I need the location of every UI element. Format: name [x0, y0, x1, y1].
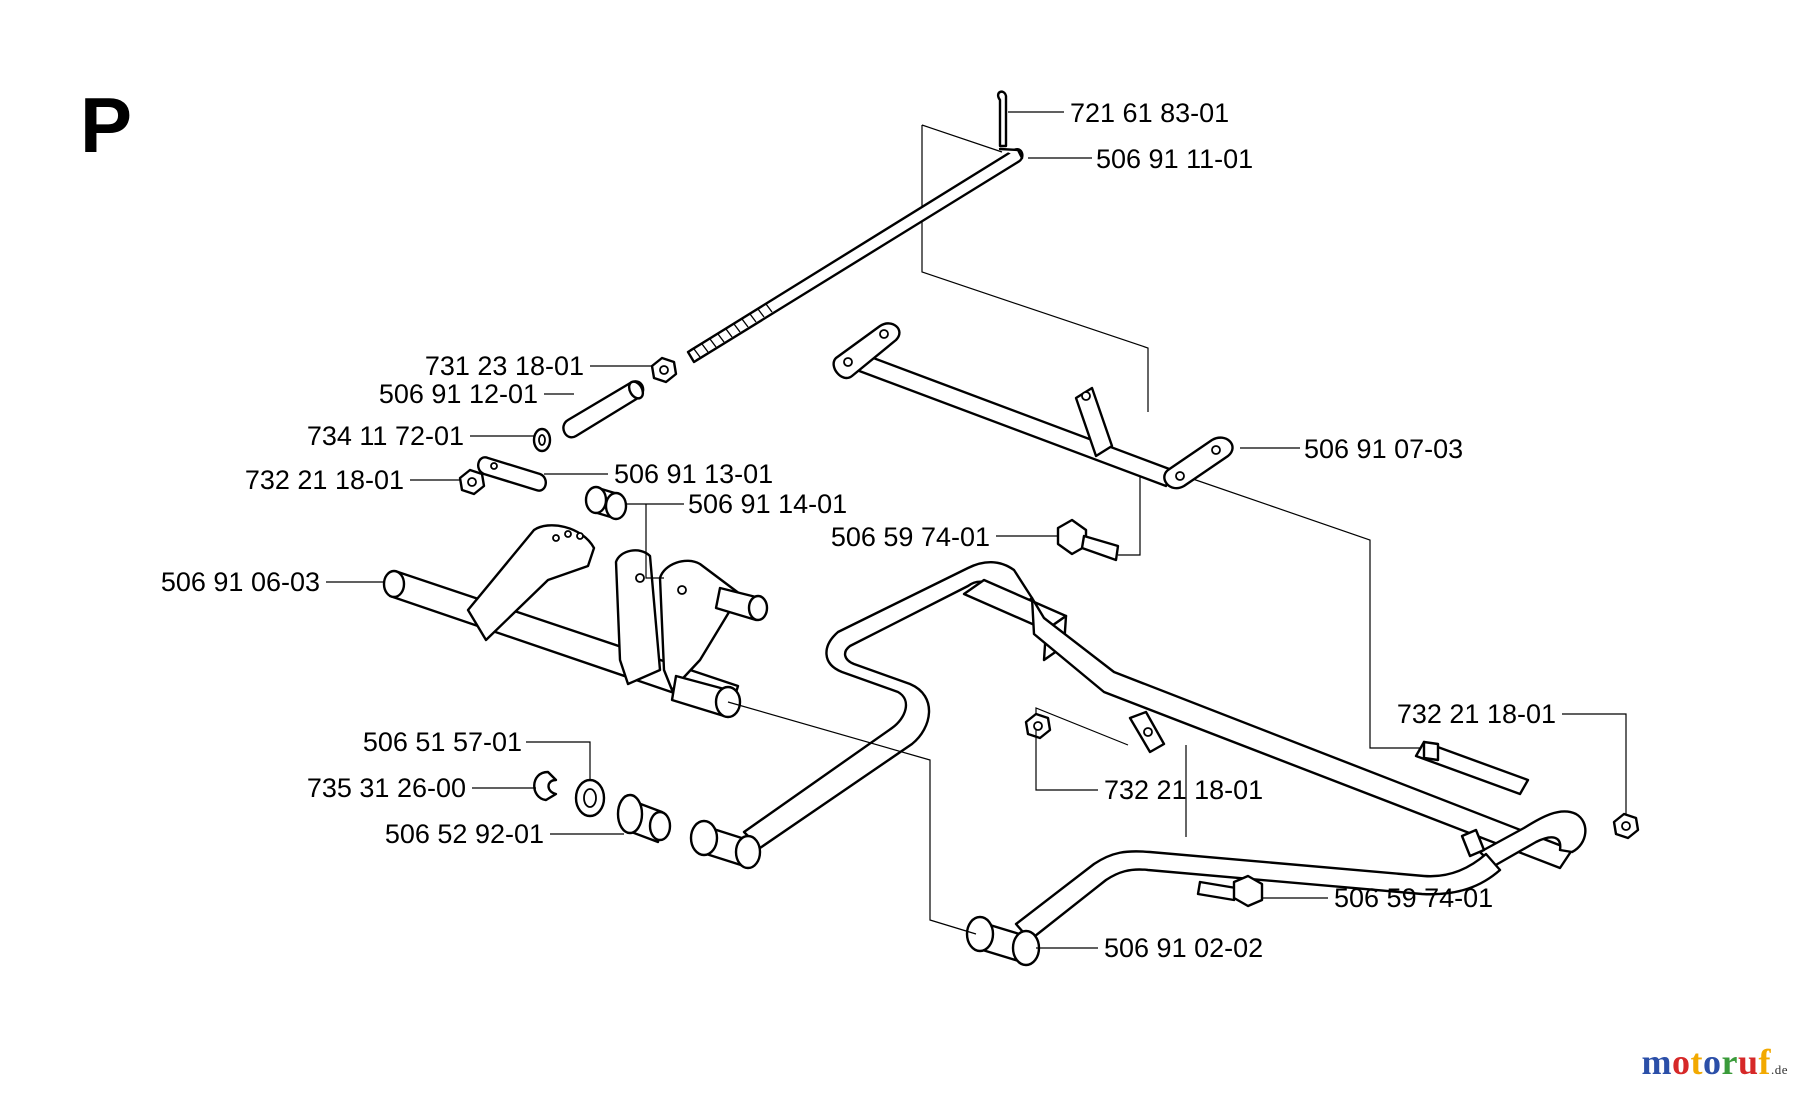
watermark-letter: t: [1690, 1042, 1703, 1082]
shoulder-bolt-top: [1056, 518, 1120, 562]
label-rear-lift-shaft: 506 91 07-03: [1304, 434, 1463, 464]
label-support-frame: 506 91 02-02: [1104, 933, 1263, 963]
watermark-letter: m: [1641, 1042, 1672, 1082]
rod-nut: [650, 356, 678, 384]
front-lift-shaft: [382, 524, 769, 719]
label-lift-rod: 506 91 11-01: [1096, 144, 1253, 174]
label-lock-nut-center: 732 21 18-01: [1104, 775, 1263, 805]
spring-sleeve: [562, 380, 645, 439]
label-pin: 506 91 13-01: [614, 459, 773, 489]
label-shoulder-bolt-top: 506 59 74-01: [831, 522, 990, 552]
watermark-logo: motoruf: [1641, 1042, 1771, 1082]
label-washer-large: 506 51 57-01: [363, 727, 522, 757]
lift-rod: [686, 147, 1024, 364]
cotter-pin: [996, 90, 1008, 148]
section-letter: P: [80, 81, 132, 169]
label-flange-bearing: 506 52 92-01: [385, 819, 544, 849]
watermark-letter: r: [1721, 1042, 1738, 1082]
watermark-letter: o: [1671, 1042, 1691, 1082]
label-lock-nut-right: 732 21 18-01: [1397, 699, 1556, 729]
shoulder-bolt-bottom: [1196, 874, 1264, 908]
lock-nut-center: [1024, 712, 1052, 740]
rear-lift-shaft: [832, 322, 1234, 490]
label-lock-nut-left: 732 21 18-01: [245, 465, 404, 495]
lock-nut-right: [1612, 812, 1640, 840]
bushing: [584, 485, 628, 521]
assembly-guide-lines: [921, 124, 1432, 837]
lock-nut-left: [458, 468, 486, 496]
watermark-letter: o: [1702, 1042, 1722, 1082]
label-front-lift-shaft: 506 91 06-03: [161, 567, 320, 597]
washer-small: [532, 427, 552, 453]
pin: [477, 456, 547, 492]
flange-bearing: [616, 793, 672, 844]
support-frame: [689, 561, 1587, 967]
washer-large: [574, 778, 606, 818]
part-number-labels: 721 61 83-01 506 91 11-01 731 23 18-01 5…: [161, 98, 1556, 963]
watermark-tld: .de: [1770, 1062, 1788, 1077]
label-cotter-pin: 721 61 83-01: [1070, 98, 1229, 128]
label-spring-sleeve: 506 91 12-01: [379, 379, 538, 409]
retaining-clip: [533, 770, 558, 802]
label-retaining-clip: 735 31 26-00: [307, 773, 466, 803]
motoruf-watermark: motoruf.de: [1641, 1041, 1788, 1083]
label-rod-nut: 731 23 18-01: [425, 351, 584, 381]
leader-lines: [326, 111, 1627, 949]
label-shoulder-bolt-bottom: 506 59 74-01: [1334, 883, 1493, 913]
label-washer: 734 11 72-01: [307, 421, 464, 451]
watermark-letter: f: [1758, 1042, 1771, 1082]
label-bushing: 506 91 14-01: [688, 489, 847, 519]
watermark-letter: u: [1737, 1042, 1759, 1082]
